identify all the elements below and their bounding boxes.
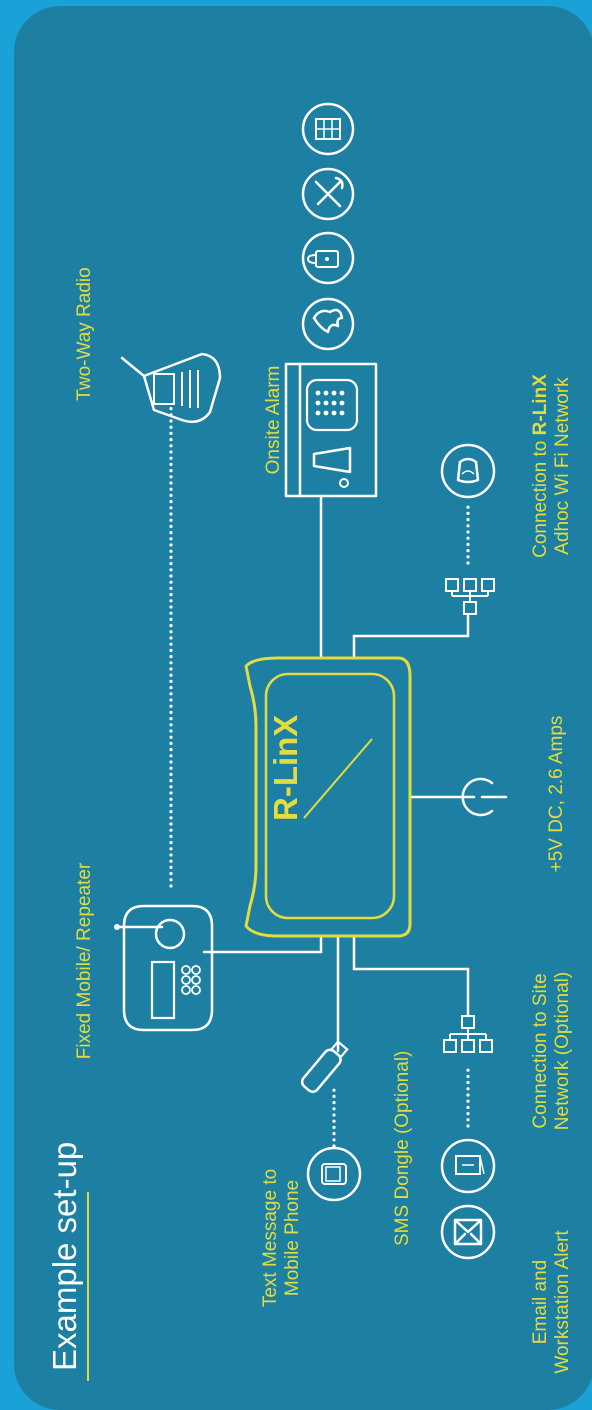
- wifi-antenna-icon: [440, 443, 496, 499]
- label-wifi-brand: R-LinX: [530, 374, 551, 436]
- network-tree-icon: [445, 578, 495, 615]
- diagram-title: Example set-up: [46, 1142, 83, 1371]
- power-icon: [461, 777, 508, 817]
- setup-diagram: Example set-up R-LinX: [46, 102, 573, 1381]
- usb-dongle-icon: [300, 1040, 349, 1093]
- label-site-network-line1: Connection to Site: [530, 973, 551, 1128]
- device-label: R-LinX: [267, 715, 304, 821]
- label-wifi-line2: Adhoc Wi Fi Network: [552, 377, 573, 555]
- label-sms-dongle: SMS Dongle (Optional): [392, 1051, 413, 1246]
- label-site-network-line2: Network (Optional): [552, 972, 573, 1130]
- label-fixed-mobile: Fixed Mobile/ Repeater: [74, 862, 95, 1059]
- label-email-line1: Email and: [530, 1260, 551, 1345]
- alarm-panel-icon: [284, 362, 378, 498]
- label-power: +5V DC, 2.6 Amps: [546, 716, 567, 873]
- keypad-icon: [301, 102, 355, 156]
- label-email-line2: Workstation Alert: [552, 1230, 573, 1374]
- padlock-icon: [301, 231, 355, 285]
- site-network-tree-icon: [443, 1015, 493, 1053]
- envelope-icon: [440, 1204, 496, 1260]
- rlinx-device: R-LinX: [244, 656, 412, 938]
- label-two-way-radio: Two-Way Radio: [74, 267, 95, 400]
- radio-base-station-icon: [114, 904, 214, 1032]
- mobile-phone-icon: [306, 1146, 362, 1202]
- fire-icon: [301, 297, 355, 351]
- tools-icon: [301, 167, 355, 221]
- label-wifi-line1: Connection to R-LinX: [530, 374, 551, 558]
- label-onsite-alarm: Onsite Alarm: [263, 366, 284, 475]
- workstation-icon: [440, 1138, 496, 1194]
- label-text-message-line1: Text Message to: [260, 1169, 281, 1307]
- walkie-talkie-icon: [120, 352, 222, 423]
- diagram-panel: Example set-up R-LinX: [14, 6, 592, 1410]
- label-text-message-line2: Mobile Phone: [282, 1180, 303, 1296]
